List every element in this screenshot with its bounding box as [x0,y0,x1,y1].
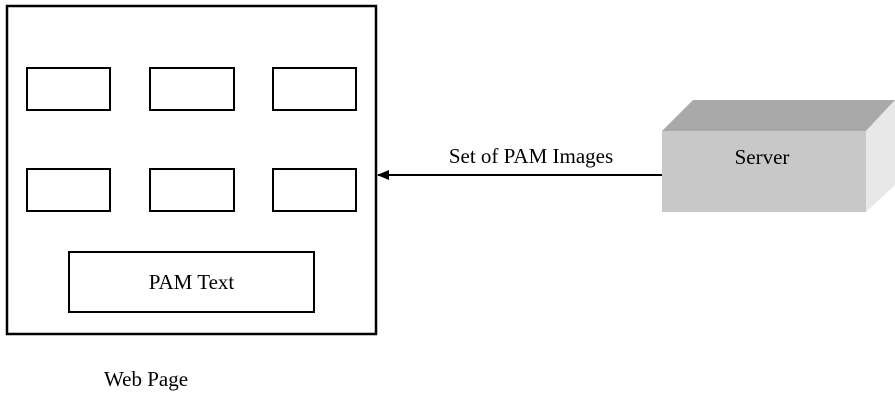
image-slot [26,168,111,212]
image-slot [272,168,357,212]
server-box-front [662,131,866,212]
pam-text-box: PAM Text [68,251,315,313]
image-slot [26,67,111,111]
pam-text-label: PAM Text [149,270,235,294]
image-slot [149,168,235,212]
images-flow-arrow: Set of PAM Images [377,144,662,180]
set-of-pam-images-label: Set of PAM Images [449,144,613,168]
server-label: Server [735,145,790,169]
server-box: Server [662,100,895,212]
web-page: PAM Text [5,4,378,336]
image-slots [26,67,357,212]
image-slot [272,67,357,111]
web-page-caption: Web Page [104,367,188,391]
server-box-top [662,100,895,131]
image-slot [149,67,235,111]
pam-text-box-frame [68,251,315,313]
server-box-side [866,100,895,212]
